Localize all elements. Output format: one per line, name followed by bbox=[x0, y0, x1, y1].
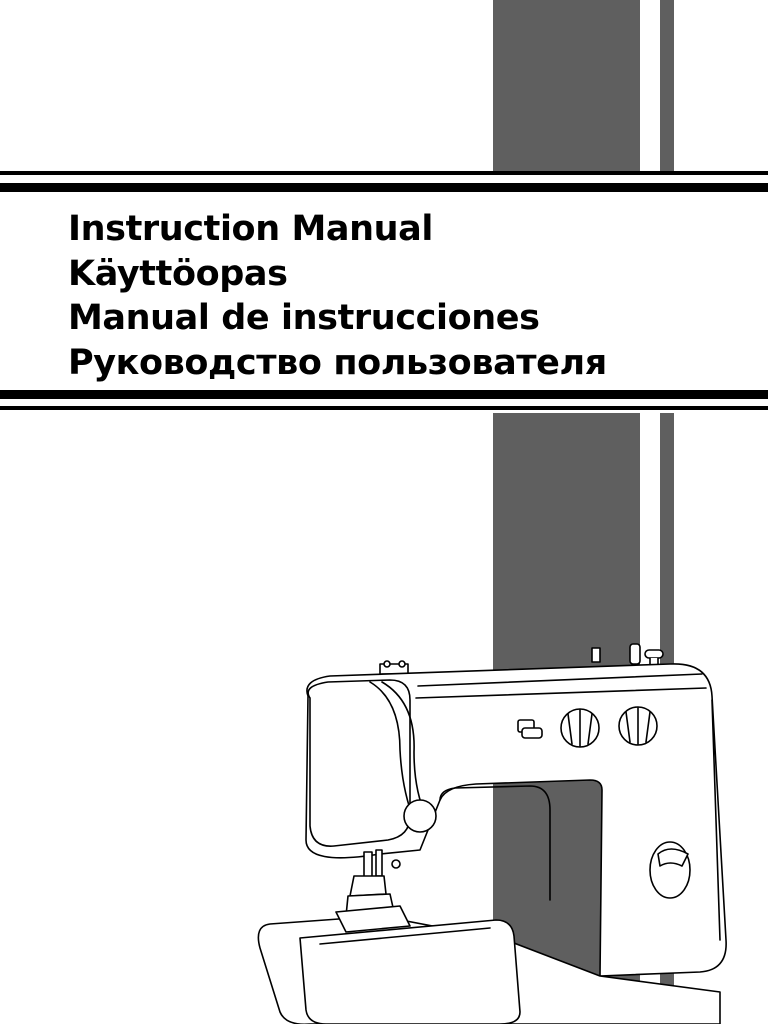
needle-plate bbox=[335, 905, 411, 933]
reverse-lever-icon bbox=[649, 841, 691, 899]
bottom-rule-thin bbox=[0, 406, 768, 410]
head-panel bbox=[307, 679, 411, 847]
title-spanish: Manual de instrucciones bbox=[68, 298, 540, 338]
stitch-length-dial-icon bbox=[618, 706, 658, 746]
title-band: Instruction Manual Käyttöopas Manual de … bbox=[0, 171, 768, 413]
accessory-box bbox=[299, 919, 521, 1024]
top-rule-thick bbox=[0, 183, 768, 192]
stitch-selector-dial-icon bbox=[560, 708, 600, 748]
spool-pin-icon bbox=[591, 643, 664, 667]
tension-dial-icon bbox=[517, 719, 543, 739]
thread-guide-icon bbox=[379, 660, 409, 675]
top-rule-thin bbox=[0, 171, 768, 175]
title-russian: Руководство пользователя bbox=[68, 342, 607, 383]
title-block: Instruction Manual Käyttöopas Manual de … bbox=[68, 207, 607, 385]
title-english: Instruction Manual bbox=[68, 209, 433, 249]
hand-wheel-icon bbox=[403, 799, 437, 833]
bottom-rule-thick bbox=[0, 390, 768, 399]
sewing-machine-illustration bbox=[257, 643, 727, 1024]
title-finnish: Käyttöopas bbox=[68, 253, 288, 294]
